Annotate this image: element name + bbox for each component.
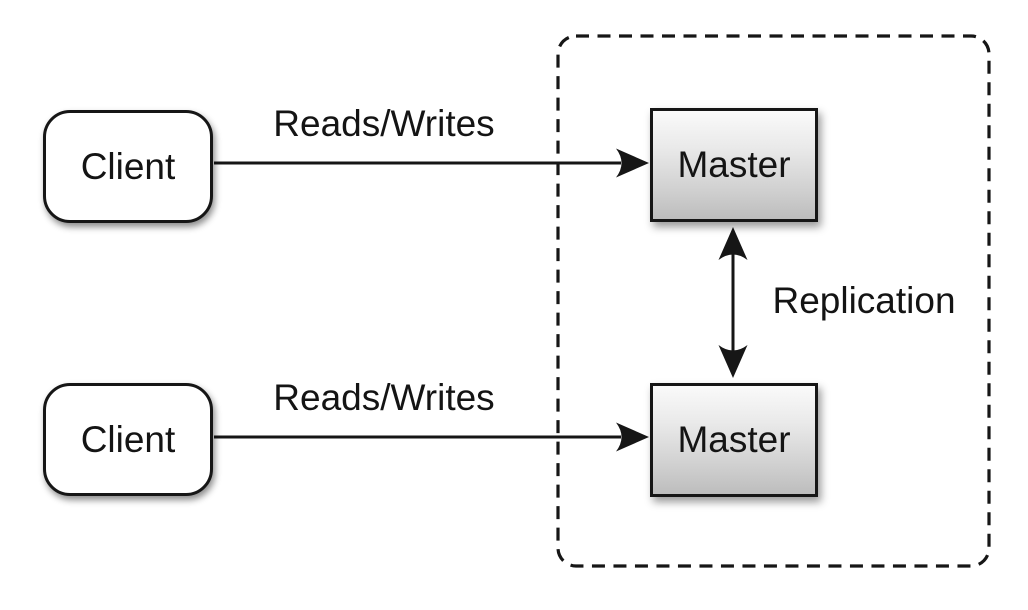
arrowhead-right-icon [616,148,649,178]
edge-label-reads-writes-bottom: Reads/Writes [273,377,495,418]
client-node-label: Client [80,145,176,187]
replication-arrow [718,227,748,378]
arrowhead-up-icon [718,227,748,260]
replication-cluster-dashed-border [556,34,991,568]
arrowhead-right-icon [616,422,649,452]
edge-label-reads-writes-top: Reads/Writes [273,103,495,144]
master-node-2: Master [650,383,818,497]
client-node-1: Client [43,110,213,223]
master-node-label: Master [677,144,791,185]
master-node-1: Master [650,108,818,222]
edge-label-replication: Replication [772,280,956,321]
master-node-label: Master [677,419,791,460]
client-node-2: Client [43,383,213,496]
reads-writes-arrow-bottom [214,422,649,452]
client-node-label: Client [80,418,176,460]
reads-writes-arrow-top [214,148,649,178]
arrowhead-down-icon [718,345,748,378]
